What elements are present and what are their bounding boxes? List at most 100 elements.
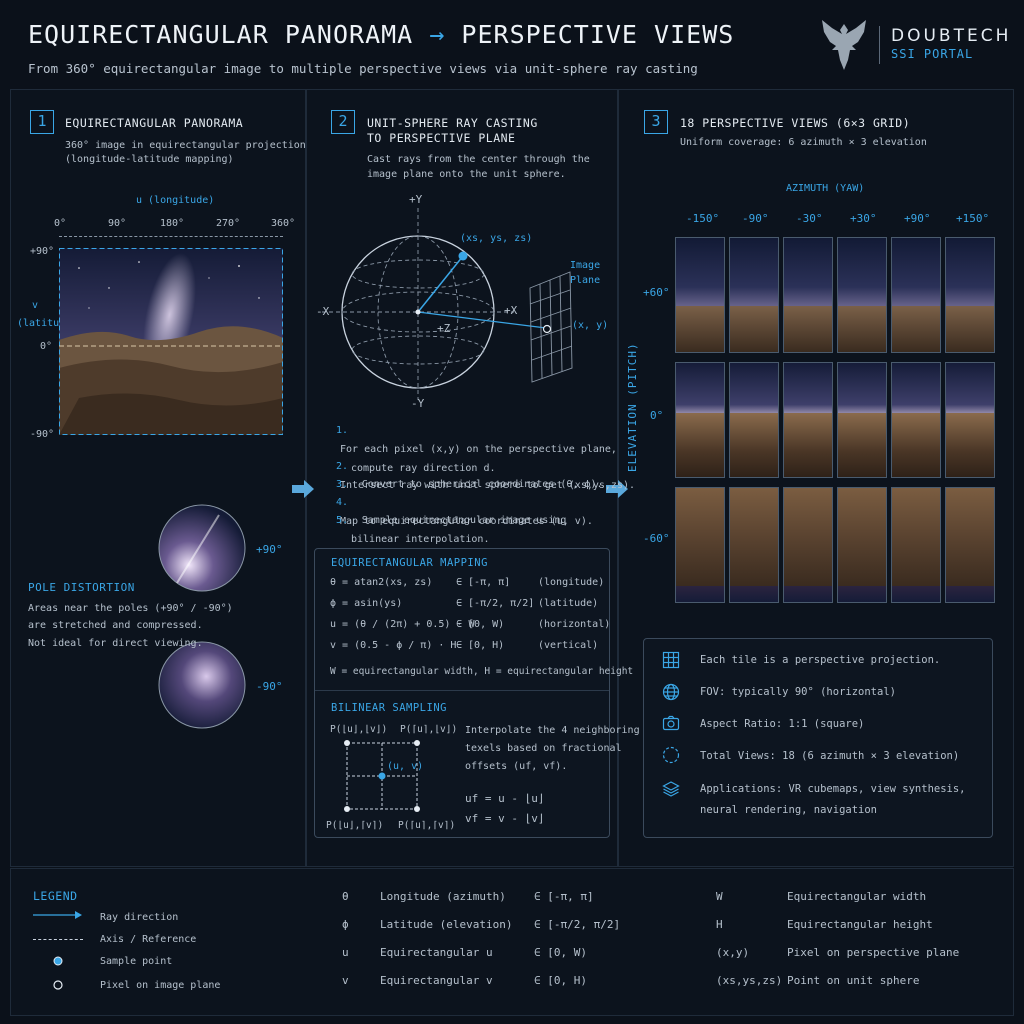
- legend-sample-point: Sample point: [100, 956, 173, 967]
- panel2-title-1: UNIT-SPHERE RAY CASTING: [367, 116, 538, 130]
- sphere-point-label: (xs, ys, zs): [460, 233, 533, 244]
- perspective-tile: [945, 237, 995, 353]
- legend-sample-point-icon: [53, 956, 63, 966]
- pole-distortion-line2: are stretched and compressed.: [28, 620, 203, 631]
- uf-equation: uf = u - ⌊u⌋: [465, 792, 545, 805]
- tile-sky: [676, 238, 724, 308]
- page-subtitle: From 360° equirectangular image to multi…: [28, 61, 698, 76]
- camera-icon: [662, 715, 680, 731]
- legend-extra-row: (x,y) Pixel on perspective plane: [716, 946, 960, 959]
- south-pole-label: -90°: [256, 680, 283, 693]
- steps-list: 1. For each pixel (x,y) on the perspecti…: [336, 418, 635, 545]
- image-plane-label-1: Image: [570, 260, 601, 271]
- azimuth-minus30: -30°: [796, 212, 823, 225]
- panel3-desc: Uniform coverage: 6 azimuth × 3 elevatio…: [680, 137, 927, 148]
- legend-pixel-icon: [53, 980, 63, 990]
- legend-symbol-row: u Equirectangular u ∈ [0, W): [342, 946, 587, 959]
- legend-axis-reference: Axis / Reference: [100, 934, 197, 945]
- legend-ray-direction: Ray direction: [100, 912, 179, 923]
- step-1: 1. For each pixel (x,y) on the perspecti…: [336, 425, 617, 474]
- panel1-title: EQUIRECTANGULAR PANORAMA: [65, 116, 244, 130]
- step-number-2: 2: [331, 110, 355, 134]
- step-4: 4. Map to equirectangular coordinates (u…: [336, 497, 593, 527]
- tile-sky: [946, 584, 994, 602]
- panel-equirectangular: [10, 89, 306, 867]
- u-axis-line: [59, 236, 283, 237]
- legend-symbol-row: ϕ Latitude (elevation) ∈ [-π/2, π/2]: [342, 918, 621, 931]
- legend-extra-table: W Equirectangular width H Equirectangula…: [716, 890, 1006, 1002]
- legend-extra-row: W Equirectangular width: [716, 890, 927, 903]
- tile-sky: [946, 238, 994, 308]
- tile-sky: [676, 584, 724, 602]
- north-pole-image: [158, 504, 246, 592]
- ray-casting-diagram: [322, 208, 573, 400]
- flow-arrow-1-icon: [292, 480, 314, 498]
- azimuth-minus150: -150°: [686, 212, 720, 225]
- panel1-desc-2: (longitude-latitude mapping): [65, 154, 234, 165]
- equirectangular-image: [59, 248, 283, 435]
- axis-plus-x: +X: [504, 304, 518, 317]
- tile-sky: [676, 363, 724, 415]
- sample-uv-label: (u, v): [387, 761, 424, 772]
- grid-icon: [662, 651, 680, 669]
- bilinear-grid-diagram: [344, 740, 420, 812]
- panel-legend: [10, 868, 1014, 1016]
- interp-line3: offsets (uf, vf).: [465, 761, 568, 772]
- tile-sky: [730, 363, 778, 415]
- south-pole-image: [158, 641, 246, 729]
- v-axis-label-2: (latitude): [17, 318, 78, 329]
- title-left: EQUIRECTANGULAR PANORAMA: [28, 20, 414, 49]
- tile-ground: [676, 413, 724, 477]
- tile-ground: [892, 413, 940, 477]
- u-tick-180: 180°: [160, 218, 185, 229]
- u-tick-90: 90°: [108, 218, 127, 229]
- v-axis-label: v: [32, 300, 39, 311]
- perspective-tile: [837, 362, 887, 478]
- v-tick-minus90: -90°: [30, 429, 55, 440]
- tile-ground: [946, 306, 994, 352]
- layers-icon: [662, 781, 680, 797]
- mapping-divider: [315, 690, 609, 691]
- legend-symbol-table: θ Longitude (azimuth) ∈ [-π, π] ϕ Latitu…: [340, 890, 680, 1002]
- legend-extra-row: (xs,ys,zs) Point on unit sphere: [716, 974, 920, 987]
- perspective-tile: [783, 487, 833, 603]
- mapping-box: [314, 548, 610, 838]
- brand-separator: [879, 26, 880, 64]
- info-applications-1: Applications: VR cubemaps, view synthesi…: [700, 783, 966, 795]
- tile-sky: [946, 363, 994, 415]
- perspective-tile: [945, 362, 995, 478]
- tile-ground: [730, 413, 778, 477]
- panel1-desc-1: 360° image in equirectangular projection: [65, 140, 306, 151]
- elevation-minus60: -60°: [643, 532, 670, 545]
- perspective-tile: [783, 362, 833, 478]
- u-tick-270: 270°: [216, 218, 241, 229]
- plane-point-label: (x, y): [572, 320, 609, 331]
- u-tick-0: 0°: [54, 218, 67, 229]
- tile-ground: [784, 488, 832, 586]
- title-right: PERSPECTIVE VIEWS: [461, 20, 735, 49]
- u-axis-label: u (longitude): [136, 195, 215, 206]
- brand-subtitle: SSI PORTAL: [891, 47, 974, 61]
- legend-ray-arrow-icon: [33, 911, 82, 919]
- legend-axis-line: [33, 939, 83, 940]
- step-number-1: 1: [30, 110, 54, 134]
- tile-sky: [892, 363, 940, 415]
- tile-ground: [676, 488, 724, 586]
- tile-ground: [946, 488, 994, 586]
- tile-sky: [730, 584, 778, 602]
- perspective-tile: [675, 487, 725, 603]
- vf-equation: vf = v - ⌊v⌋: [465, 812, 545, 825]
- info-tile-projection: Each tile is a perspective projection.: [700, 654, 941, 666]
- page-title: EQUIRECTANGULAR PANORAMA → PERSPECTIVE V…: [28, 20, 734, 49]
- mapping-row: u = (θ / (2π) + 0.5) · W ∈ [0, W) (horiz…: [330, 619, 611, 630]
- step-5: 5. Sample equirectangular image using bi…: [336, 515, 567, 545]
- elevation-0: 0°: [650, 409, 664, 422]
- tile-sky: [892, 238, 940, 308]
- tile-sky: [784, 584, 832, 602]
- mapping-row: ϕ = asin(ys) ∈ [-π/2, π/2] (latitude): [330, 598, 599, 609]
- tile-ground: [676, 306, 724, 352]
- tile-sky: [838, 238, 886, 308]
- legend-pixel-on-plane: Pixel on image plane: [100, 980, 221, 991]
- phoenix-logo-icon: [822, 20, 866, 70]
- axis-plus-y: +Y: [409, 193, 423, 206]
